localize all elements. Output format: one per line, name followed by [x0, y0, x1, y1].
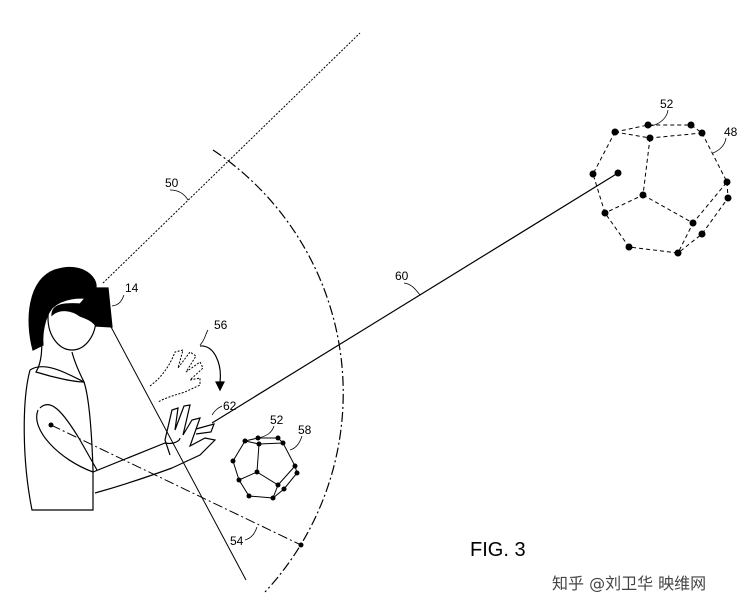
hmd-device — [51, 287, 113, 328]
far-vertices — [589, 121, 732, 257]
reach-arc — [212, 149, 344, 593]
hair — [28, 266, 97, 351]
label-54: 54 — [230, 534, 244, 548]
label-52-far: 52 — [660, 97, 674, 111]
user-figure — [23, 285, 217, 511]
label-14: 14 — [125, 281, 139, 295]
label-60: 60 — [395, 269, 409, 283]
virtual-object-48 — [592, 124, 729, 254]
gaze-ray-50 — [102, 32, 361, 284]
gesture-arrowhead — [215, 381, 225, 392]
label-56: 56 — [214, 318, 228, 332]
label-52-near: 52 — [270, 413, 284, 427]
fov-line — [109, 324, 247, 581]
ghost-hand — [149, 349, 204, 403]
gesture-arrow — [199, 345, 221, 383]
arm-reach-line-54 — [50, 424, 302, 546]
label-50: 50 — [165, 176, 179, 190]
virtual-object-58 — [232, 437, 298, 499]
pointer-ray-60 — [211, 172, 619, 424]
watermark: 知乎 @刘卫华 映维网 — [552, 574, 706, 593]
label-62: 62 — [223, 399, 237, 413]
label-58: 58 — [298, 423, 312, 437]
figure-label: FIG. 3 — [470, 539, 526, 561]
label-48: 48 — [724, 125, 738, 139]
near-vertices — [48, 422, 304, 548]
